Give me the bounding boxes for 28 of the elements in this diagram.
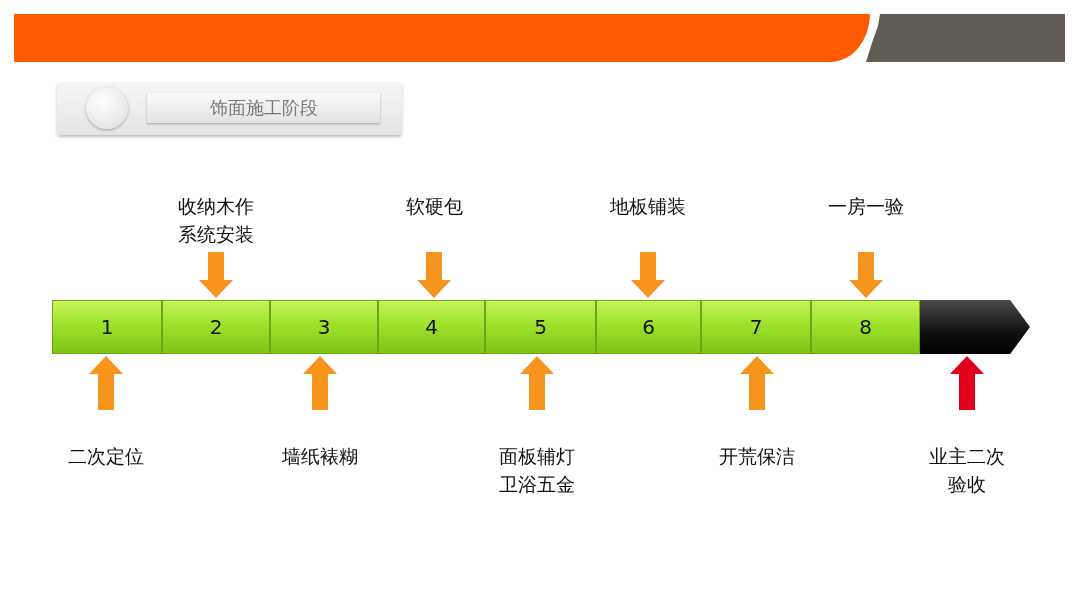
step-label: 面板辅灯卫浴五金: [498, 444, 576, 497]
block-arrow: [950, 356, 984, 410]
timeline-segment: 1: [52, 300, 162, 354]
timeline-segment: 3: [270, 300, 378, 354]
step-label: 软硬包: [404, 194, 464, 219]
block-arrow: [520, 356, 554, 410]
block-arrow: [89, 356, 123, 410]
timeline-segment: 8: [811, 300, 920, 354]
step-label: 收纳木作系统安装: [177, 194, 255, 247]
block-arrow: [199, 252, 233, 298]
title: 饰面施工阶段: [147, 93, 380, 123]
block-arrow: [849, 252, 883, 298]
step-label: 地板铺装: [609, 194, 687, 219]
block-arrow: [740, 356, 774, 410]
timeline-segment: 2: [162, 300, 270, 354]
step-label: 墙纸裱糊: [281, 444, 359, 469]
block-arrow: [417, 252, 451, 298]
step-label: 业主二次验收: [928, 444, 1006, 497]
timeline-segment: 6: [596, 300, 701, 354]
step-label: 二次定位: [67, 444, 145, 469]
step-label: 开荒保洁: [718, 444, 796, 469]
timeline-arrow-tip: [920, 300, 1030, 354]
step-label: 一房一验: [827, 194, 905, 219]
timeline-segment: 5: [485, 300, 596, 354]
block-arrow: [631, 252, 665, 298]
timeline-segment: 4: [378, 300, 485, 354]
block-arrow: [303, 356, 337, 410]
timeline-segment: 7: [701, 300, 811, 354]
